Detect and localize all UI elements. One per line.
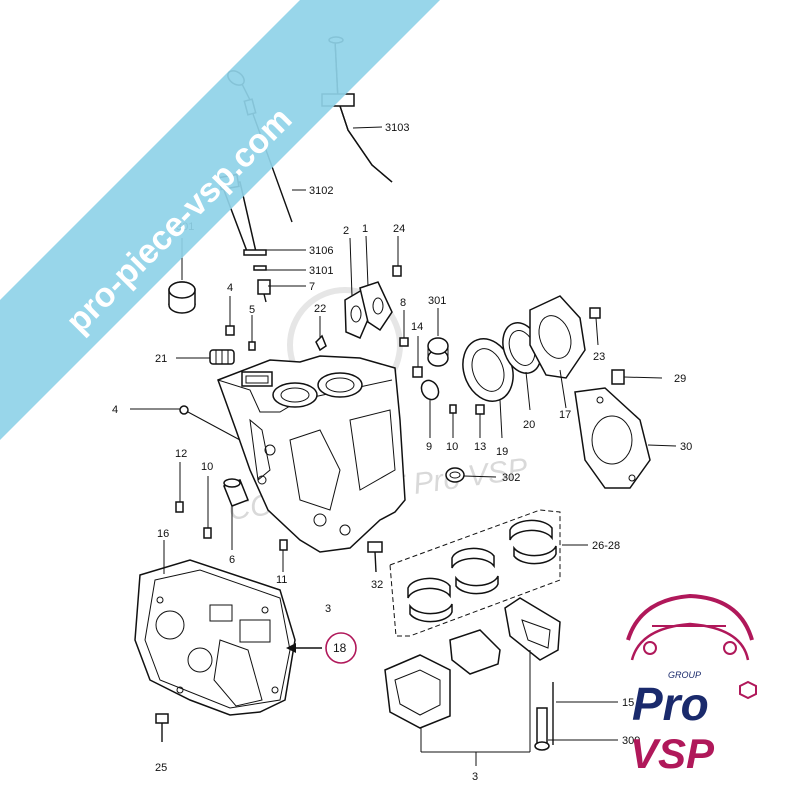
callout-3102: 3102 <box>309 185 333 197</box>
callout-6: 6 <box>229 554 235 566</box>
callout-19: 19 <box>496 446 508 458</box>
callout-29: 29 <box>674 373 686 385</box>
pins <box>130 405 288 572</box>
bolt-25 <box>155 713 169 742</box>
callout-18: 18 <box>333 641 347 655</box>
plug-301 <box>168 238 196 314</box>
seal-302 <box>445 467 497 483</box>
callout-4-left: 4 <box>112 404 118 416</box>
bolts-23-29 <box>589 307 663 385</box>
cover-plate <box>574 387 677 489</box>
callout-301-right: 301 <box>428 295 446 307</box>
callout-15: 15 <box>622 697 634 709</box>
bearing-caps <box>384 597 561 766</box>
callout-10-right: 10 <box>446 441 458 453</box>
pro-vsp-logo: GROUP Pro VSP <box>626 593 757 777</box>
callout-12: 12 <box>175 448 187 460</box>
right-small-parts <box>399 308 485 438</box>
callout-8: 8 <box>400 297 406 309</box>
callout-30: 30 <box>680 441 692 453</box>
callout-3-caps: 3 <box>472 771 478 783</box>
logo-vsp: VSP <box>630 730 715 777</box>
front-plate <box>134 540 296 716</box>
callout-9: 9 <box>426 441 432 453</box>
bearing-set <box>389 509 588 637</box>
leader-lines <box>257 126 383 336</box>
callout-32: 32 <box>371 579 383 591</box>
callout-22: 22 <box>314 303 326 315</box>
callout-24: 24 <box>393 223 405 235</box>
callout-309: 309 <box>622 735 640 747</box>
callout-3101: 3101 <box>309 265 333 277</box>
callout-5: 5 <box>249 304 255 316</box>
callout-2: 2 <box>343 225 349 237</box>
callout-1: 1 <box>362 223 368 235</box>
callout-3106: 3106 <box>309 245 333 257</box>
callout-4-top: 4 <box>227 282 233 294</box>
callout-21: 21 <box>155 353 167 365</box>
logo-group-label: GROUP <box>668 670 701 680</box>
callout-10-left: 10 <box>201 461 213 473</box>
callout-17: 17 <box>559 409 571 421</box>
callout-14: 14 <box>411 321 423 333</box>
callout-11: 11 <box>276 574 287 586</box>
logo-pro: Pro <box>632 678 709 730</box>
callout-302: 302 <box>502 472 520 484</box>
callout-26-28: 26-28 <box>592 540 620 552</box>
arrow-18 <box>286 632 357 664</box>
seal-plates <box>462 295 586 439</box>
callout-23: 23 <box>593 351 605 363</box>
callout-20: 20 <box>523 419 535 431</box>
studs <box>534 682 618 751</box>
plug-6 <box>223 478 249 550</box>
gaskets-2-1 <box>344 235 393 339</box>
engine-block <box>217 355 406 553</box>
callout-7: 7 <box>309 281 315 293</box>
callout-13: 13 <box>474 441 486 453</box>
callout-3103: 3103 <box>385 122 409 134</box>
callout-25: 25 <box>155 762 167 774</box>
bolt-32 <box>367 541 383 573</box>
logo-hex-icon <box>739 680 757 700</box>
callout-labels: 3103 3102 3106 3101 7 301 2 1 24 4 5 22 … <box>112 122 692 783</box>
plug-21 <box>176 349 235 365</box>
callout-3-block: 3 <box>325 603 331 615</box>
callout-16: 16 <box>157 528 169 540</box>
